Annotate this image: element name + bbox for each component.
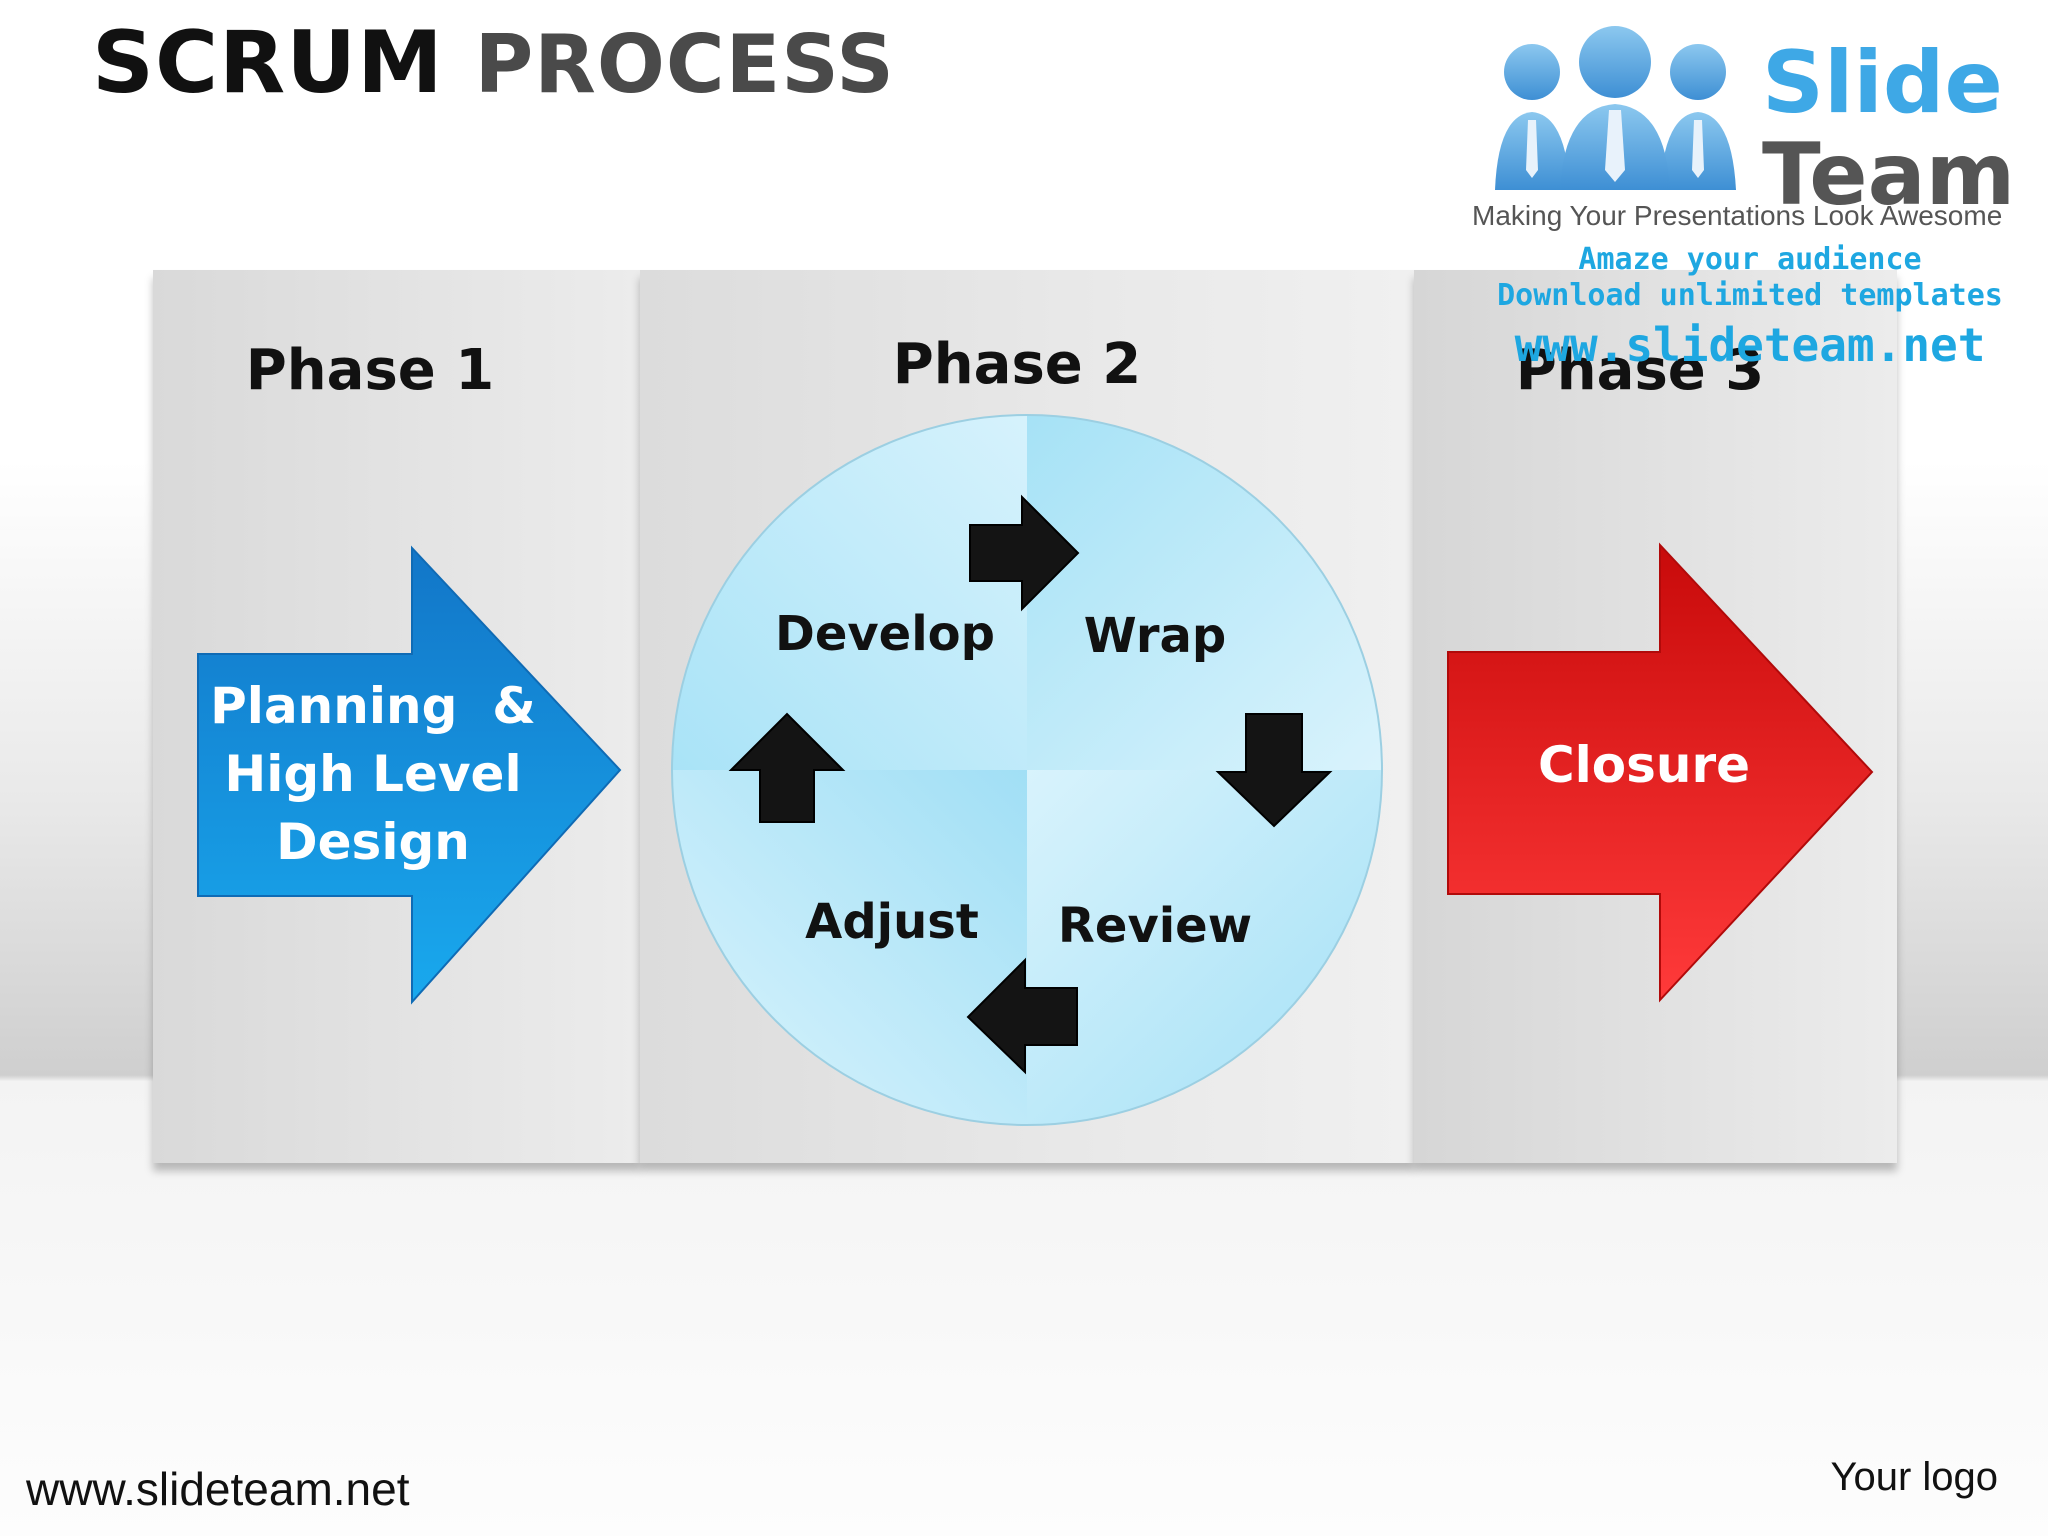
title-word-scrum: SCRUM bbox=[92, 13, 444, 113]
phase-1-arrow-text: Planning & High Level Design bbox=[200, 672, 546, 876]
people-icon bbox=[1495, 26, 1736, 190]
phase-1-arrow bbox=[197, 545, 622, 1005]
arrow-right-icon bbox=[969, 494, 1080, 612]
logo-word-slide: Slide bbox=[1762, 33, 2003, 133]
circle-quadrant-develop bbox=[672, 415, 1027, 770]
step-adjust: Adjust bbox=[805, 894, 979, 950]
phase-3-arrow bbox=[1447, 542, 1874, 1003]
phase-1-text-line-1: Planning & bbox=[210, 677, 536, 735]
promo-line-1: Amaze your audience bbox=[1578, 242, 1922, 277]
logo-word-team: Team bbox=[1762, 125, 2016, 225]
phase-2-heading: Phase 2 bbox=[892, 332, 1142, 397]
step-wrap: Wrap bbox=[1083, 608, 1227, 664]
logo-tagline: Making Your Presentations Look Awesome bbox=[1472, 200, 2003, 231]
arrow-up-icon bbox=[728, 712, 846, 823]
phase-3-arrow-text: Closure bbox=[1537, 736, 1751, 794]
arrow-left-icon bbox=[966, 957, 1078, 1075]
title-word-process: PROCESS bbox=[474, 18, 895, 111]
arrow-down-icon bbox=[1215, 713, 1333, 828]
slideteam-logo: Slide Team Making Your Presentations Loo… bbox=[1470, 20, 2030, 372]
phase-1-text-line-2: High Level bbox=[224, 745, 522, 803]
footer-logo-placeholder: Your logo bbox=[1830, 1455, 1998, 1499]
circle-quadrant-review bbox=[1027, 770, 1382, 1125]
phase-1-text-line-3: Design bbox=[276, 813, 470, 871]
step-develop: Develop bbox=[774, 606, 996, 662]
step-review: Review bbox=[1057, 898, 1253, 954]
circle-quadrant-wrap bbox=[1027, 415, 1382, 770]
footer-website: www.slideteam.net bbox=[26, 1463, 410, 1515]
slide-title: SCRUM PROCESS bbox=[92, 20, 895, 106]
promo-line-2: Download unlimited templates bbox=[1497, 278, 2003, 313]
circle-quadrant-adjust bbox=[672, 770, 1027, 1125]
promo-website: www.slideteam.net bbox=[1514, 318, 1986, 372]
phase-3-heading: Phase 3 bbox=[1515, 338, 1765, 403]
phase-1-heading: Phase 1 bbox=[245, 338, 495, 403]
